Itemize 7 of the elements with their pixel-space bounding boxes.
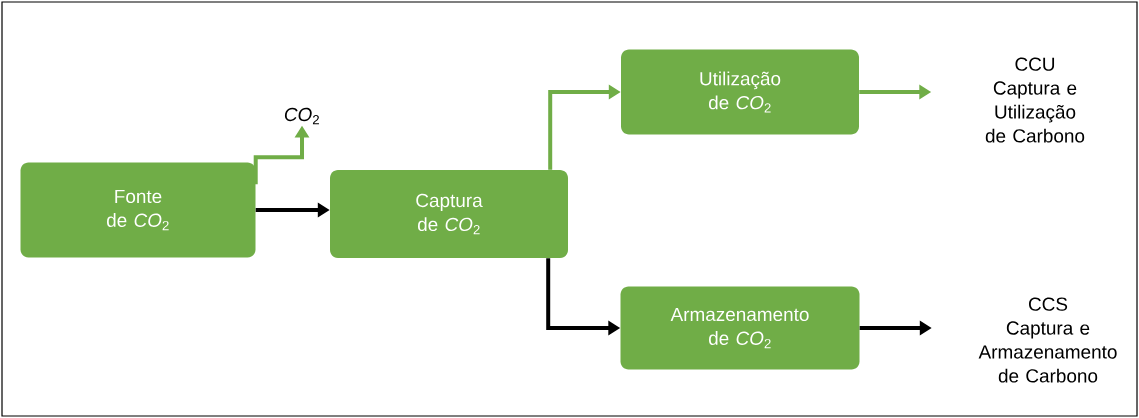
text-label: CCS Captura e Armazenamento de Carbono [978,297,1117,383]
process-box: Captura de CO$_{2}$ [330,170,568,258]
process-box: Fonte de CO$_{2}$ [20,162,256,258]
process-box: Utilização de CO$_{2}$ [621,49,859,135]
text-label: CO$_{2}$ [284,107,319,125]
process-box: Armazenamento de CO$_{2}$ [620,286,860,370]
text-label: CCU Captura e Utilização de Carbono [985,57,1085,143]
